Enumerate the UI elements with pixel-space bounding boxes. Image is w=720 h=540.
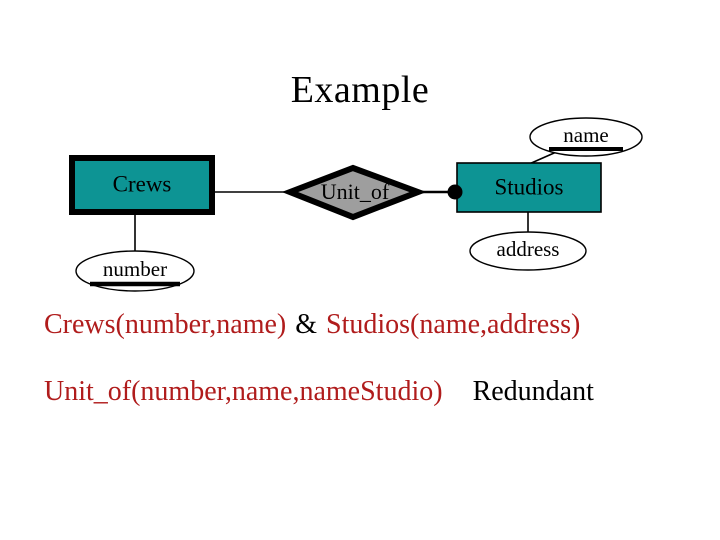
- entity-label-studios: Studios: [494, 174, 563, 199]
- schema-crews-relation: Crews(number,name): [44, 309, 287, 340]
- schema-line-2: Unit_of(number,name,nameStudio) Redundant: [44, 378, 594, 406]
- entity-label-crews: Crews: [113, 171, 172, 196]
- attribute-label-address: address: [497, 237, 560, 261]
- attribute-ellipse-address[interactable]: [469, 231, 587, 271]
- page-title: Example: [290, 69, 430, 111]
- relationship-diamond-unit-of[interactable]: [281, 164, 427, 221]
- attribute-label-name: name: [563, 123, 608, 147]
- attribute-ellipse-number[interactable]: [75, 250, 195, 292]
- schema-redundant-note: Redundant: [472, 376, 594, 407]
- schema-line-1: Crews(number,name)&Studios(name,address): [44, 311, 580, 339]
- attribute-label-number: number: [103, 257, 167, 281]
- relationship-label-unit-of: Unit_of: [321, 179, 390, 204]
- schema-operator: &: [295, 309, 318, 340]
- entity-box-studios[interactable]: [456, 162, 602, 213]
- entity-box-crews[interactable]: [69, 155, 215, 215]
- schema-studios-relation: Studios(name,address): [326, 309, 581, 340]
- schema-unitof-relation: Unit_of(number,name,nameStudio): [44, 376, 443, 407]
- attribute-ellipse-name[interactable]: [529, 117, 643, 157]
- connector-dot-icon: [447, 184, 463, 200]
